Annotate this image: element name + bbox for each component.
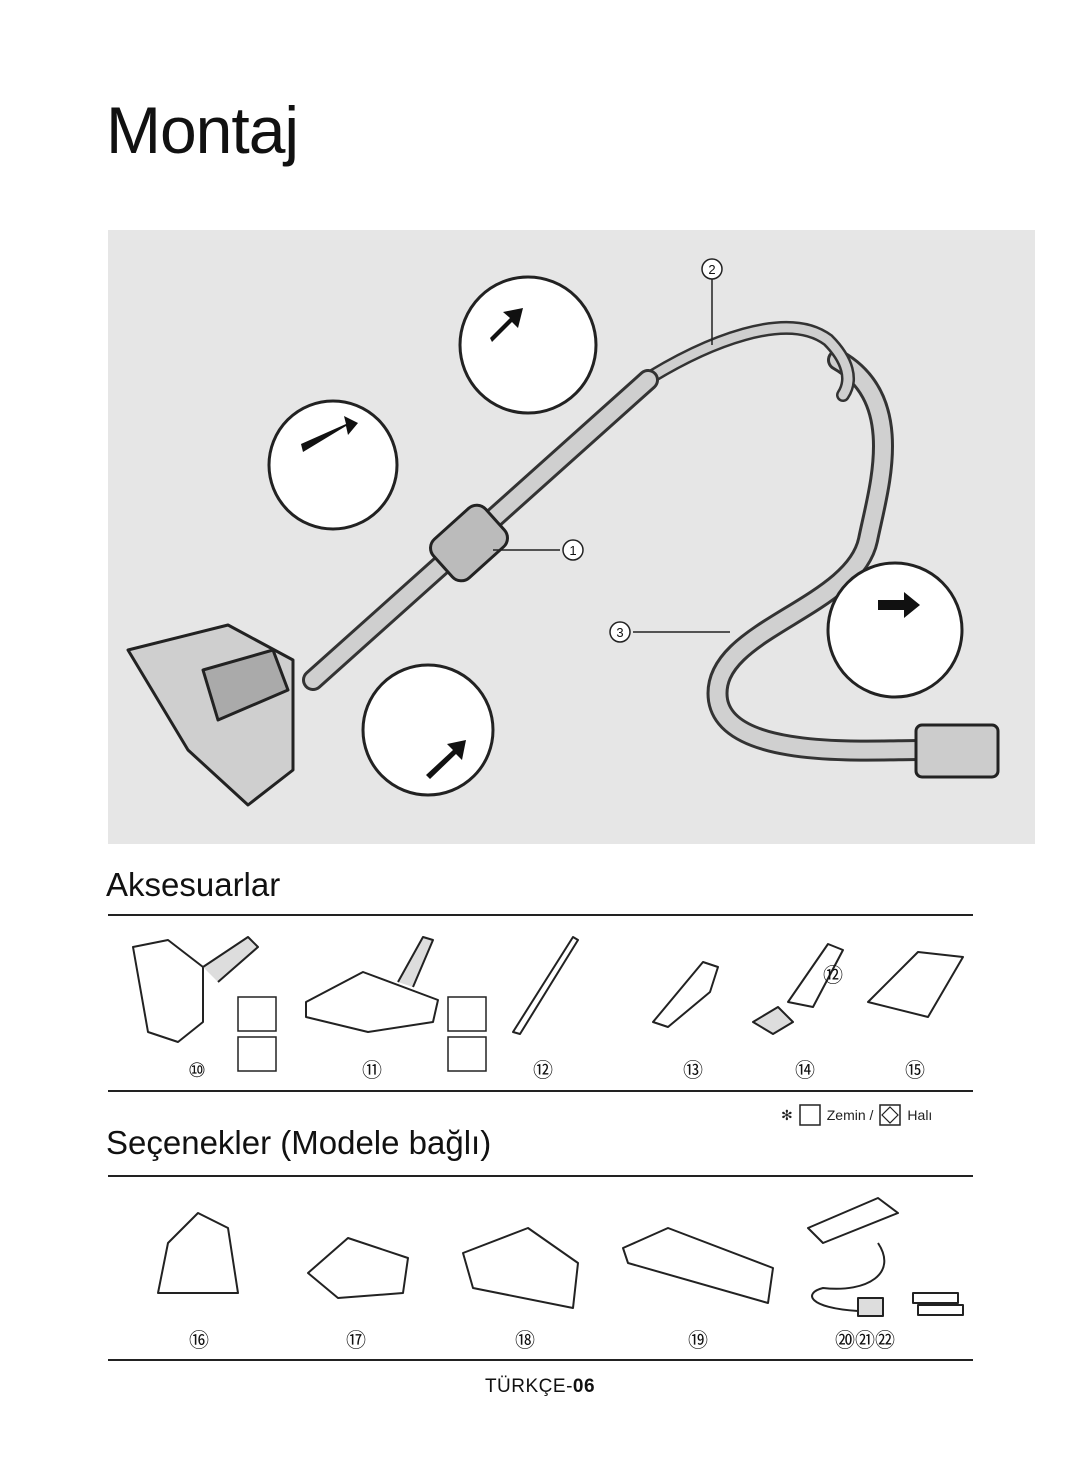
- option-20-21-22-image: [807, 1197, 899, 1244]
- accessory-label-15: ⑮: [905, 1058, 925, 1082]
- assembly-illustration: 1 2 3: [108, 230, 1035, 844]
- accessories-row: ⑩ ⑪ ⑫ ⑬ ⑭ ⑮ ⑫: [108, 922, 973, 1088]
- option-label-20-21-22: ⑳㉑㉒: [835, 1328, 895, 1352]
- accessory-10-image: [132, 939, 204, 1043]
- option-17-image: [307, 1237, 409, 1299]
- accessory-15-image: [867, 951, 964, 1018]
- accessory-label-14: ⑭: [795, 1058, 815, 1082]
- option-label-18: ⑱: [515, 1328, 535, 1352]
- accessory-label-10: ⑩: [188, 1058, 206, 1082]
- option-label-17: ⑰: [346, 1328, 366, 1352]
- footer-page-number: 06: [572, 1376, 596, 1397]
- accessory-12-image: [512, 936, 579, 1035]
- detail-bubble-connect-hose: [826, 561, 964, 699]
- option-19-image: [622, 1227, 774, 1304]
- legend-floor: Zemin /: [826, 1107, 874, 1123]
- detail-bubble-connect-handle: [458, 275, 598, 415]
- options-row: ⑯ ⑰ ⑱ ⑲ ⑳㉑㉒: [108, 1183, 973, 1355]
- detail-bubble-adjust-pipe: [267, 399, 399, 531]
- callout-3: 3: [616, 625, 623, 640]
- accessory-14-image: [787, 943, 844, 1008]
- accessories-top-rule: [108, 914, 973, 916]
- option-label-16: ⑯: [189, 1328, 209, 1352]
- accessory-label-11: ⑪: [362, 1058, 382, 1082]
- footer-language: TÜRKÇE-: [484, 1376, 573, 1397]
- accessory-13-image: [652, 961, 719, 1028]
- adjust-sleeve: [429, 503, 509, 583]
- options-heading: Seçenekler (Modele bağlı): [106, 1124, 492, 1161]
- page-footer: TÜRKÇE-06: [0, 1376, 1080, 1398]
- legend-marker: ✻: [781, 1106, 793, 1123]
- options-top-rule: [108, 1175, 973, 1177]
- legend-carpet: Halı: [907, 1107, 933, 1123]
- accessory-label-13: ⑬: [683, 1058, 703, 1082]
- accessory-inner-label-12: ⑫: [823, 963, 843, 987]
- option-16-image: [157, 1212, 239, 1294]
- accessory-11-image: [305, 971, 439, 1033]
- options-bottom-rule: [108, 1359, 973, 1361]
- floor-icon: [798, 1104, 821, 1126]
- callout-2: 2: [708, 262, 715, 277]
- accessories-bottom-rule: [108, 1090, 973, 1092]
- detail-bubble-connect-brush: [361, 663, 495, 797]
- accessories-heading: Aksesuarlar: [106, 866, 281, 903]
- floor-carpet-legend: ✻ Zemin / Halı: [781, 1098, 932, 1132]
- callout-1: 1: [569, 543, 576, 558]
- accessory-label-12: ⑫: [533, 1058, 553, 1082]
- hose-connector: [914, 723, 1000, 779]
- carpet-icon: [879, 1104, 902, 1126]
- option-label-19: ⑲: [688, 1328, 708, 1352]
- page-title: Montaj: [106, 93, 299, 167]
- option-18-image: [462, 1227, 579, 1309]
